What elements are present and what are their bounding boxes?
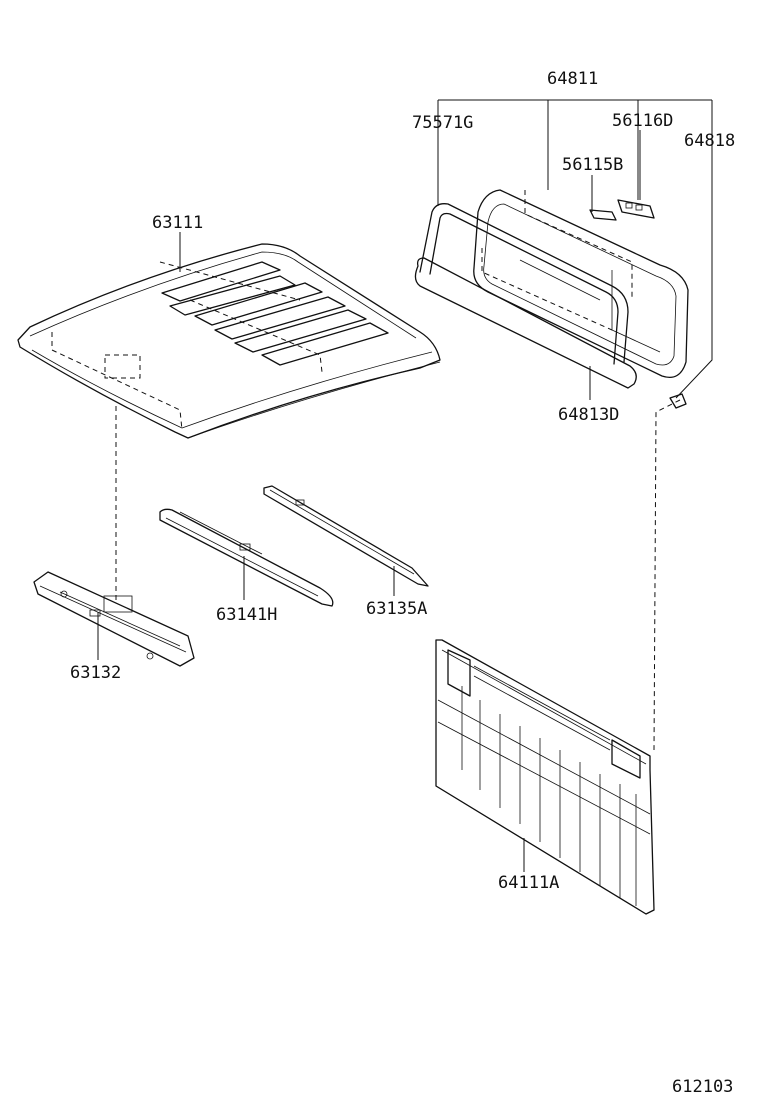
- weatherstrip-part[interactable]: [414, 203, 637, 389]
- figure-id: 612103: [672, 1077, 733, 1097]
- label-63141h: 63141H: [216, 605, 277, 625]
- back-panel-64111a-part[interactable]: [435, 639, 655, 915]
- label-64111a: 64111A: [498, 873, 559, 893]
- label-64811: 64811: [547, 69, 598, 89]
- roof-panel-part[interactable]: [17, 243, 441, 439]
- roof-bow-63141h-part[interactable]: [159, 508, 334, 607]
- alignment-lines: [115, 399, 681, 751]
- label-64818: 64818: [684, 131, 735, 151]
- roof-bow-63135a-part[interactable]: [263, 485, 429, 587]
- label-56115b: 56115B: [562, 155, 623, 175]
- part-labels: 64811 75571G 56116D 64818 56115B 63111 6…: [70, 69, 735, 1097]
- front-header-63132-part[interactable]: [33, 571, 195, 667]
- label-63135a: 63135A: [366, 599, 427, 619]
- label-63111: 63111: [152, 213, 203, 233]
- clip-56115b-part[interactable]: [589, 209, 617, 221]
- label-64813d: 64813D: [558, 405, 619, 425]
- emblem-plate-56116d-part[interactable]: [617, 199, 655, 219]
- rear-window-glass-part[interactable]: [473, 189, 689, 379]
- label-56116d: 56116D: [612, 111, 673, 131]
- label-75571g: 75571G: [412, 113, 473, 133]
- leader-lines: [97, 99, 713, 872]
- label-63132: 63132: [70, 663, 121, 683]
